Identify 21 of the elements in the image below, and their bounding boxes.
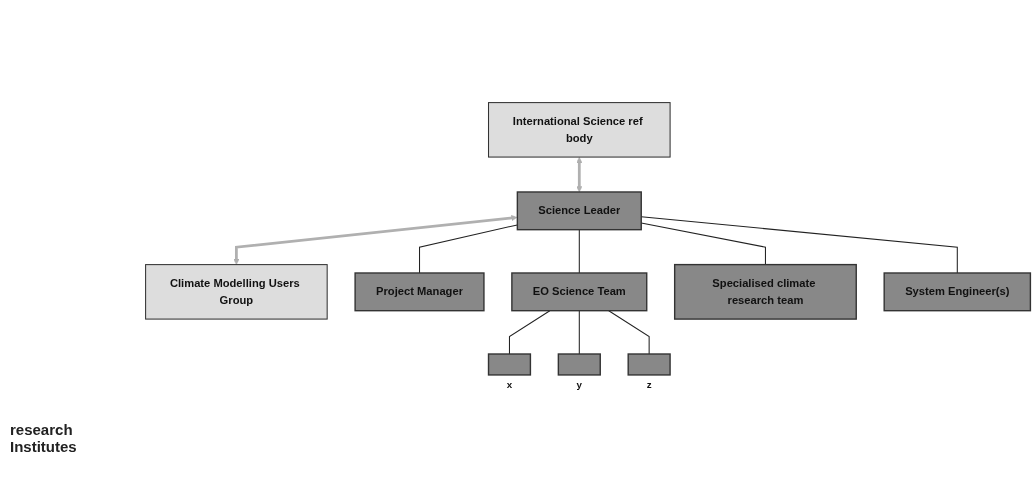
connector-line	[419, 224, 518, 274]
connector-line	[576, 157, 583, 193]
small-box	[557, 353, 601, 376]
org-box: International Science ref body	[488, 102, 671, 158]
org-box: Project Manager	[354, 272, 485, 312]
org-box: EO Science Team	[511, 272, 648, 312]
small-box	[487, 353, 532, 376]
connector-line	[578, 310, 580, 355]
org-box: Climate Modelling Users Group	[145, 264, 328, 320]
connector-line	[233, 215, 518, 266]
org-box: Science Leader	[516, 191, 642, 231]
connector-line	[608, 310, 650, 355]
node-caption: y	[576, 378, 582, 390]
connector-line	[508, 310, 551, 355]
small-box	[627, 353, 671, 376]
org-box: System Engineer(s)	[883, 272, 1032, 312]
node-caption: x	[506, 378, 513, 390]
node-caption: z	[646, 378, 652, 390]
org-box: Specialised climate research team	[673, 264, 857, 321]
side-label: research Institutes	[10, 421, 78, 455]
connector-line	[578, 229, 580, 274]
